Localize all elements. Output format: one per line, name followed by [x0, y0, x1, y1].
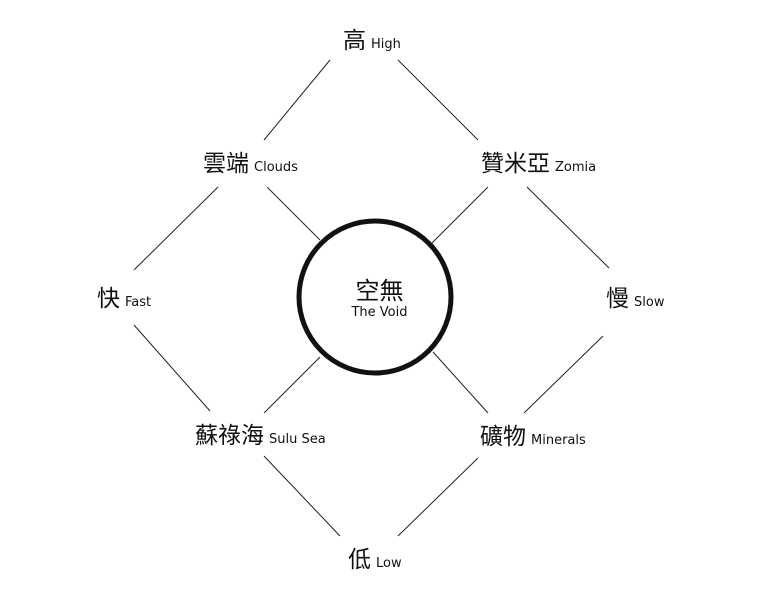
- node-fast-en: Fast: [125, 295, 152, 310]
- node-slow-en: Slow: [634, 295, 665, 310]
- node-minerals-en: Minerals: [531, 433, 586, 448]
- edge-high-zomia: [397, 59, 479, 141]
- node-low-zh: 低: [348, 547, 371, 573]
- node-sulu-sea-zh: 蘇祿海: [195, 423, 264, 449]
- edge-slow-minerals: [523, 335, 604, 414]
- edge-sulu-low: [263, 455, 341, 537]
- node-slow-zh: 慢: [606, 286, 629, 312]
- node-zomia: 贊米亞 Zomia: [481, 153, 596, 176]
- node-slow: 慢 Slow: [606, 288, 664, 311]
- edge-zomia-slow: [526, 186, 610, 269]
- node-low: 低 Low: [348, 549, 402, 572]
- node-low-en: Low: [376, 556, 402, 571]
- node-clouds-en: Clouds: [254, 160, 298, 175]
- edge-fast-sulu: [133, 324, 211, 412]
- center-label-en: The Void: [351, 305, 408, 320]
- node-sulu-sea: 蘇祿海 Sulu Sea: [195, 425, 326, 448]
- edge-minerals-low: [397, 457, 479, 537]
- spoke-clouds: [266, 186, 321, 241]
- node-high-zh: 高: [343, 28, 366, 54]
- node-minerals-zh: 礦物: [480, 424, 526, 450]
- node-clouds-zh: 雲端: [203, 151, 249, 177]
- node-zomia-zh: 贊米亞: [481, 151, 550, 177]
- node-zomia-en: Zomia: [555, 160, 597, 175]
- node-minerals: 礦物 Minerals: [480, 426, 586, 449]
- spoke-sulu: [263, 356, 321, 414]
- center-circle: [296, 218, 454, 376]
- spoke-minerals: [432, 351, 489, 414]
- edge-clouds-fast: [133, 186, 219, 271]
- node-fast: 快 Fast: [97, 288, 151, 311]
- node-high-en: High: [371, 37, 401, 52]
- edge-high-clouds: [263, 59, 331, 141]
- center-label-zh: 空無: [355, 277, 404, 305]
- node-clouds: 雲端 Clouds: [203, 153, 298, 176]
- node-high: 高 High: [343, 30, 401, 53]
- node-sulu-sea-en: Sulu Sea: [269, 432, 326, 447]
- spoke-zomia: [431, 186, 489, 244]
- node-fast-zh: 快: [97, 286, 120, 312]
